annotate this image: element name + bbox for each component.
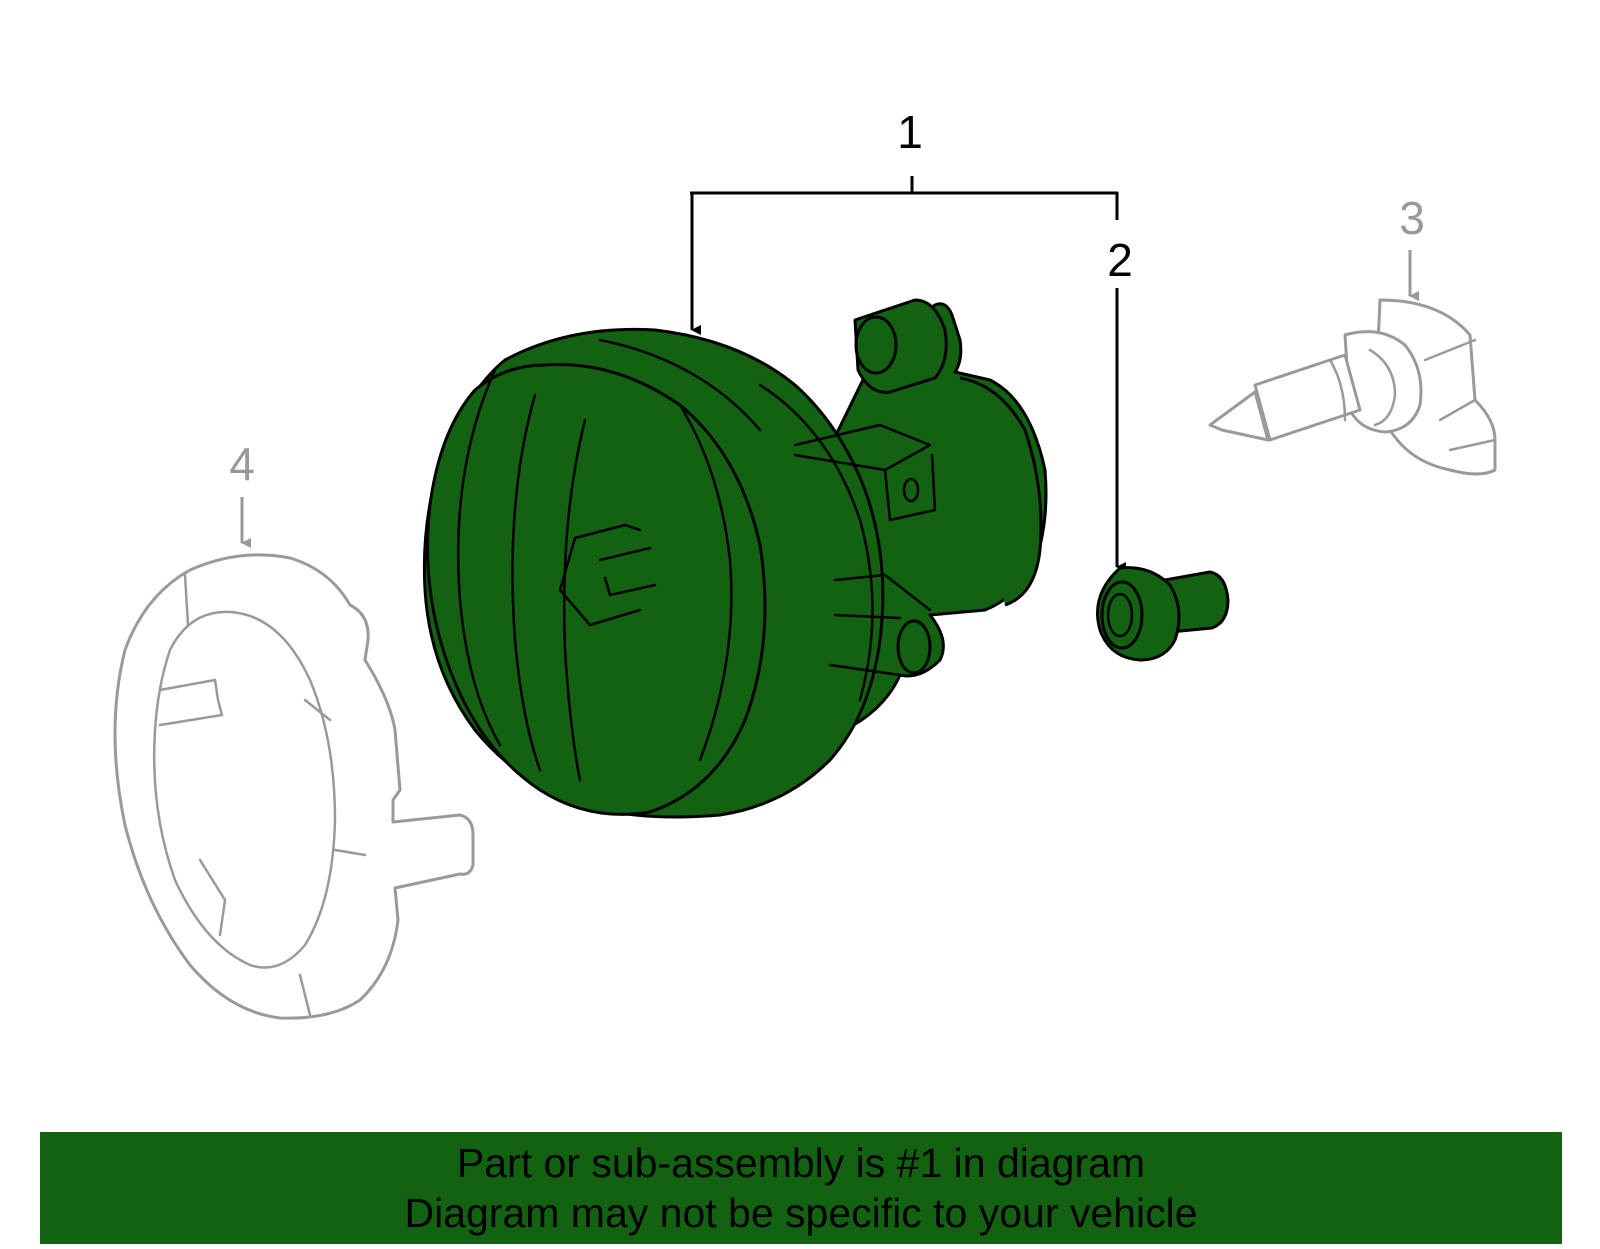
- info-banner: Part or sub-assembly is #1 in diagram Di…: [40, 1132, 1562, 1244]
- callout-4-label: 4: [229, 438, 255, 490]
- callout-2-label: 2: [1107, 234, 1133, 286]
- callout-1-label: 1: [897, 106, 923, 158]
- fog-lamp-socket: [1096, 566, 1230, 662]
- callout-3-label: 3: [1399, 192, 1425, 244]
- retaining-ring: [113, 553, 475, 1020]
- bulb: [1208, 298, 1497, 476]
- banner-line-2: Diagram may not be specific to your vehi…: [404, 1190, 1198, 1236]
- fog-lamp-assembly: [422, 298, 1048, 819]
- callout-1-leader: [690, 176, 1119, 335]
- banner-line-1: Part or sub-assembly is #1 in diagram: [456, 1140, 1146, 1186]
